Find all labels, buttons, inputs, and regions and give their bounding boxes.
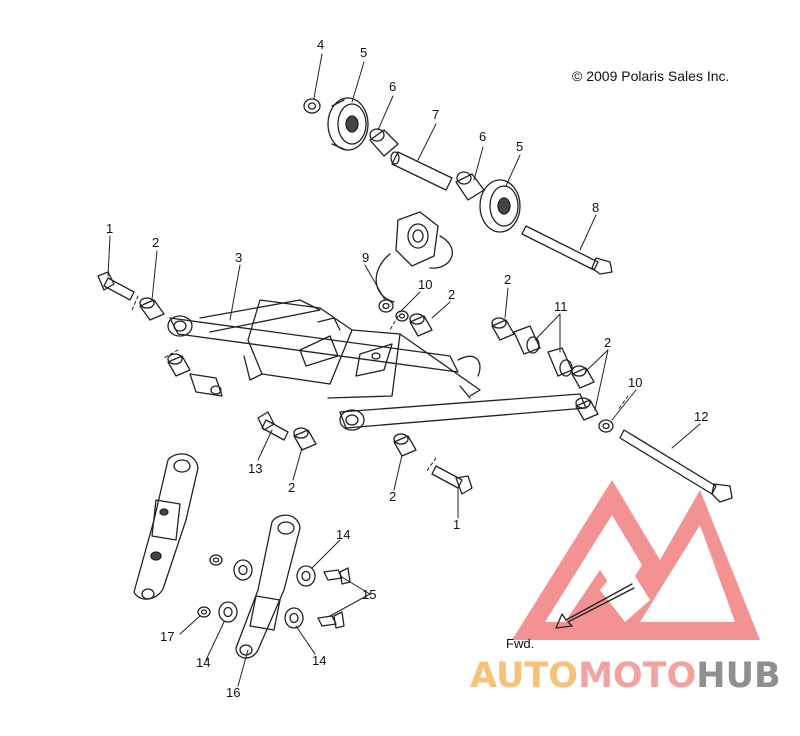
part-13-bolt <box>257 411 289 441</box>
callout-label: 13 <box>248 461 263 476</box>
part-6-spacer-lower <box>455 171 485 201</box>
callout-label: 5 <box>516 139 524 154</box>
callout-label: 12 <box>694 409 709 424</box>
part-15-bolts <box>317 567 351 629</box>
callout-label: 4 <box>317 37 325 52</box>
watermark-part-hub: HUB <box>696 656 781 696</box>
watermark-logo <box>512 480 760 640</box>
callout-label: 14 <box>196 655 211 670</box>
part-9-nut <box>378 299 394 313</box>
part-5-idler-wheel-lower <box>479 179 521 233</box>
callout-label: 5 <box>360 45 368 60</box>
callout-label: 7 <box>432 107 440 122</box>
callout-label: 14 <box>336 527 351 542</box>
part-1-bolt-left <box>97 271 135 301</box>
callout-label: 6 <box>389 79 397 94</box>
part-5-idler-wheel-upper <box>327 97 369 151</box>
callout-label: 11 <box>554 299 568 314</box>
part-8-bolt <box>521 225 613 275</box>
forward-arrow <box>555 583 635 629</box>
bushing-insert <box>189 373 223 397</box>
part-6-spacer-upper <box>369 128 399 157</box>
copyright-notice: © 2009 Polaris Sales Inc. <box>572 68 730 84</box>
callout-label: 2 <box>448 287 456 302</box>
callout-label: 10 <box>418 277 433 292</box>
callout-label: 1 <box>453 517 461 532</box>
part-7-axle-tube <box>390 151 453 191</box>
callout-label: 8 <box>592 200 600 215</box>
part-16-link-left <box>133 453 199 600</box>
callout-label: 16 <box>226 685 241 700</box>
callout-label: 2 <box>504 272 512 287</box>
callout-label: 17 <box>160 629 175 644</box>
part-14-washers <box>218 559 316 629</box>
watermark-part-auto: AUTO <box>470 656 579 696</box>
callout-label: 14 <box>312 653 327 668</box>
part-2-bushings <box>139 297 599 457</box>
callout-label: 15 <box>362 587 377 602</box>
part-11-spacers <box>513 325 573 377</box>
part-16-link-right <box>235 514 301 659</box>
part-12-bolt <box>619 429 733 503</box>
watermark-text: AUTOMOTOHUB <box>470 656 781 696</box>
callout-label: 6 <box>479 129 487 144</box>
leader-lines <box>107 53 701 687</box>
callout-label: 9 <box>362 250 370 265</box>
callout-label: 2 <box>152 235 160 250</box>
part-1-bolt-right <box>431 465 473 495</box>
callout-label: 3 <box>235 250 243 265</box>
callout-label: 2 <box>288 480 296 495</box>
part-4-nut <box>303 98 321 114</box>
part-10-washers <box>395 310 614 433</box>
callout-label: 1 <box>106 221 114 236</box>
watermark-part-moto: MOTO <box>578 656 697 696</box>
part-3-rear-arm <box>167 299 587 431</box>
callout-label: 2 <box>604 335 612 350</box>
callout-label: 2 <box>389 489 397 504</box>
part-17-nuts <box>197 554 223 618</box>
forward-label: Fwd. <box>506 636 535 651</box>
callout-label: 10 <box>628 375 643 390</box>
pivot-block <box>375 211 453 303</box>
